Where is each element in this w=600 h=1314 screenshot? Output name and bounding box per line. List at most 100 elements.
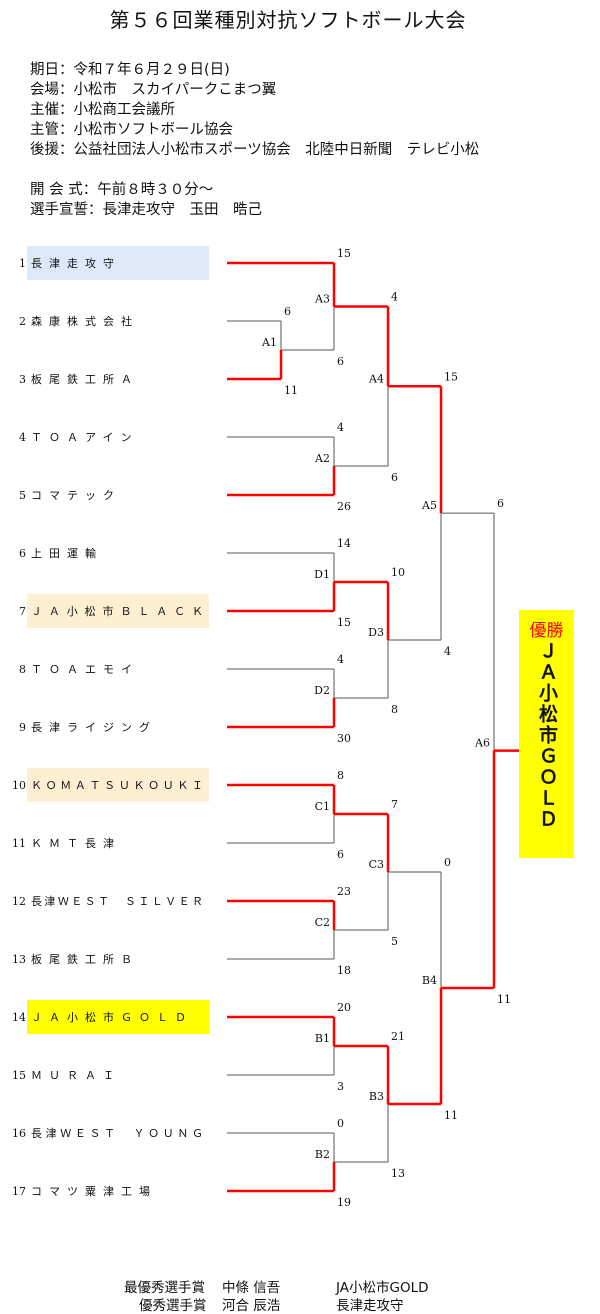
match-score-top: 10 <box>391 566 405 579</box>
match-label: A4 <box>368 372 384 385</box>
champion-box: 優勝 ＪＡ小松市ＧＯＬＤ <box>519 610 574 858</box>
match-score-top: 7 <box>391 798 398 811</box>
team-seed-number: 8 <box>19 662 26 676</box>
match-score-top: 4 <box>337 653 344 666</box>
match-score-bottom: 30 <box>337 732 351 745</box>
team-name-box: コマテック <box>27 478 209 512</box>
match-label: C2 <box>315 916 330 929</box>
team-name-box: ＴＯＡアイン <box>27 420 209 454</box>
match-score-top: 15 <box>444 370 458 383</box>
team-seed-number: 16 <box>12 1126 26 1140</box>
info-date: 期日：令和７年６月２９日(日) <box>30 62 230 78</box>
team-name-box: ＪＡ小松市ＢＬＡＣＫ <box>27 594 209 628</box>
team-name: 上田運輸 <box>31 547 103 560</box>
match-score-top: 4 <box>391 291 398 304</box>
team-name: ＪＡ小松市ＢＬＡＣＫ <box>31 605 209 618</box>
team-name-box: 板尾鉄工所Ｂ <box>27 942 209 976</box>
team-name: 板尾鉄工所Ｂ <box>31 953 139 966</box>
match-label: A6 <box>474 737 490 750</box>
event-info: 期日：令和７年６月２９日(日) 会場：小松市 スカイパークこまつ翼 主催：小松商… <box>30 60 479 160</box>
match-score-bottom: 26 <box>337 500 351 513</box>
team-name-box: 上田運輸 <box>27 536 209 570</box>
match-score-top: 15 <box>337 247 351 260</box>
team-seed-number: 11 <box>12 836 26 850</box>
team-name: コマツ粟津工場 <box>31 1185 157 1198</box>
match-label: A3 <box>314 293 330 306</box>
match-score-bottom: 15 <box>337 616 351 629</box>
team-name: ＴＯＡエモイ <box>31 663 139 676</box>
match-score-top: 14 <box>337 537 351 550</box>
team-row: 9 長津ライジング <box>8 710 209 744</box>
award-team-mvp: JA小松市GOLD <box>336 1280 429 1296</box>
team-name-box: 長津ＷＥＳＴ ＳＩＬＶＥＲ <box>27 884 209 918</box>
award-title-outstanding: 優秀選手賞 <box>139 1298 207 1314</box>
champion-label: 優勝 <box>529 621 564 641</box>
team-seed-number: 1 <box>19 256 26 270</box>
team-seed-number: 7 <box>19 604 26 618</box>
team-row: 12 長津ＷＥＳＴ ＳＩＬＶＥＲ <box>8 884 209 918</box>
team-name-box: 長津ＷＥＳＴ ＹＯＵＮＧ <box>27 1116 209 1150</box>
match-label: B1 <box>315 1032 330 1045</box>
match-label: C1 <box>315 800 330 813</box>
match-score-bottom: 4 <box>444 645 451 658</box>
match-score-top: 4 <box>337 421 344 434</box>
team-seed-number: 4 <box>19 430 26 444</box>
match-label: C3 <box>369 858 384 871</box>
team-seed-number: 9 <box>19 720 26 734</box>
team-name: 長津ライジング <box>31 721 157 734</box>
match-label: A1 <box>261 336 277 349</box>
match-label: B2 <box>315 1148 330 1161</box>
team-seed-number: 6 <box>19 546 26 560</box>
team-name: ＪＡ小松市ＧＯＬＤ <box>31 1011 193 1024</box>
match-score-bottom: 13 <box>391 1167 405 1180</box>
team-seed-number: 13 <box>12 952 26 966</box>
match-score-top: 6 <box>497 497 504 510</box>
team-name: 長津走攻守 <box>31 257 121 270</box>
award-team-outstanding: 長津走攻守 <box>336 1298 404 1314</box>
match-score-bottom: 5 <box>391 935 398 948</box>
team-row: 1 長津走攻守 <box>8 246 209 280</box>
info-venue: 会場：小松市 スカイパークこまつ翼 <box>30 82 277 98</box>
team-name-box: ＴＯＡエモイ <box>27 652 209 686</box>
info-sponsors: 後援：公益社団法人小松市スポーツ協会 北陸中日新聞 テレビ小松 <box>30 142 480 158</box>
team-name: ＫＯＭＡＴＳＵＫＯＵＫＩ <box>31 779 207 792</box>
team-name: 長津ＷＥＳＴ ＹＯＵＮＧ <box>31 1127 207 1140</box>
match-label: D3 <box>368 626 384 639</box>
champion-name: ＪＡ小松市ＧＯＬＤ <box>536 641 558 830</box>
match-score-top: 8 <box>337 769 344 782</box>
match-score-top: 0 <box>444 856 451 869</box>
team-name: 長津ＷＥＳＴ ＳＩＬＶＥＲ <box>31 895 206 908</box>
team-name-box: 森康株式会社 <box>27 304 209 338</box>
team-name-box: ＪＡ小松市ＧＯＬＤ <box>27 1000 209 1034</box>
team-seed-number: 12 <box>12 894 26 908</box>
match-label: A5 <box>421 499 437 512</box>
team-name-box: 長津走攻守 <box>27 246 209 280</box>
team-row: 11 ＫＭＴ長津 <box>8 826 209 860</box>
team-seed-number: 15 <box>12 1068 26 1082</box>
match-score-top: 6 <box>284 305 291 318</box>
team-name: ＫＭＴ長津 <box>31 837 121 850</box>
team-name-box: 板尾鉄工所Ａ <box>27 362 209 396</box>
match-label: B4 <box>422 974 437 987</box>
team-name: コマテック <box>31 489 121 502</box>
match-score-bottom: 8 <box>391 703 398 716</box>
match-score-bottom: 11 <box>497 993 511 1006</box>
schedule-info: 開 会 式：午前８時３０分～ 選手宣誓：長津走攻守 玉田 晧己 <box>30 180 262 220</box>
team-seed-number: 2 <box>19 314 26 328</box>
team-name-box: ＭＵＲＡＩ <box>27 1058 209 1092</box>
team-name-box: ＫＭＴ長津 <box>27 826 209 860</box>
match-score-bottom: 6 <box>337 355 344 368</box>
team-name: 板尾鉄工所Ａ <box>31 373 139 386</box>
team-row: 8 ＴＯＡエモイ <box>8 652 209 686</box>
award-player-mvp: 中條 信吾 <box>222 1280 281 1296</box>
match-label: A2 <box>314 452 330 465</box>
award-title-mvp: 最優秀選手賞 <box>124 1280 205 1296</box>
team-row: 16 長津ＷＥＳＴ ＹＯＵＮＧ <box>8 1116 209 1150</box>
team-name: ＴＯＡアイン <box>31 431 139 444</box>
match-score-bottom: 6 <box>391 471 398 484</box>
match-score-bottom: 18 <box>337 964 351 977</box>
